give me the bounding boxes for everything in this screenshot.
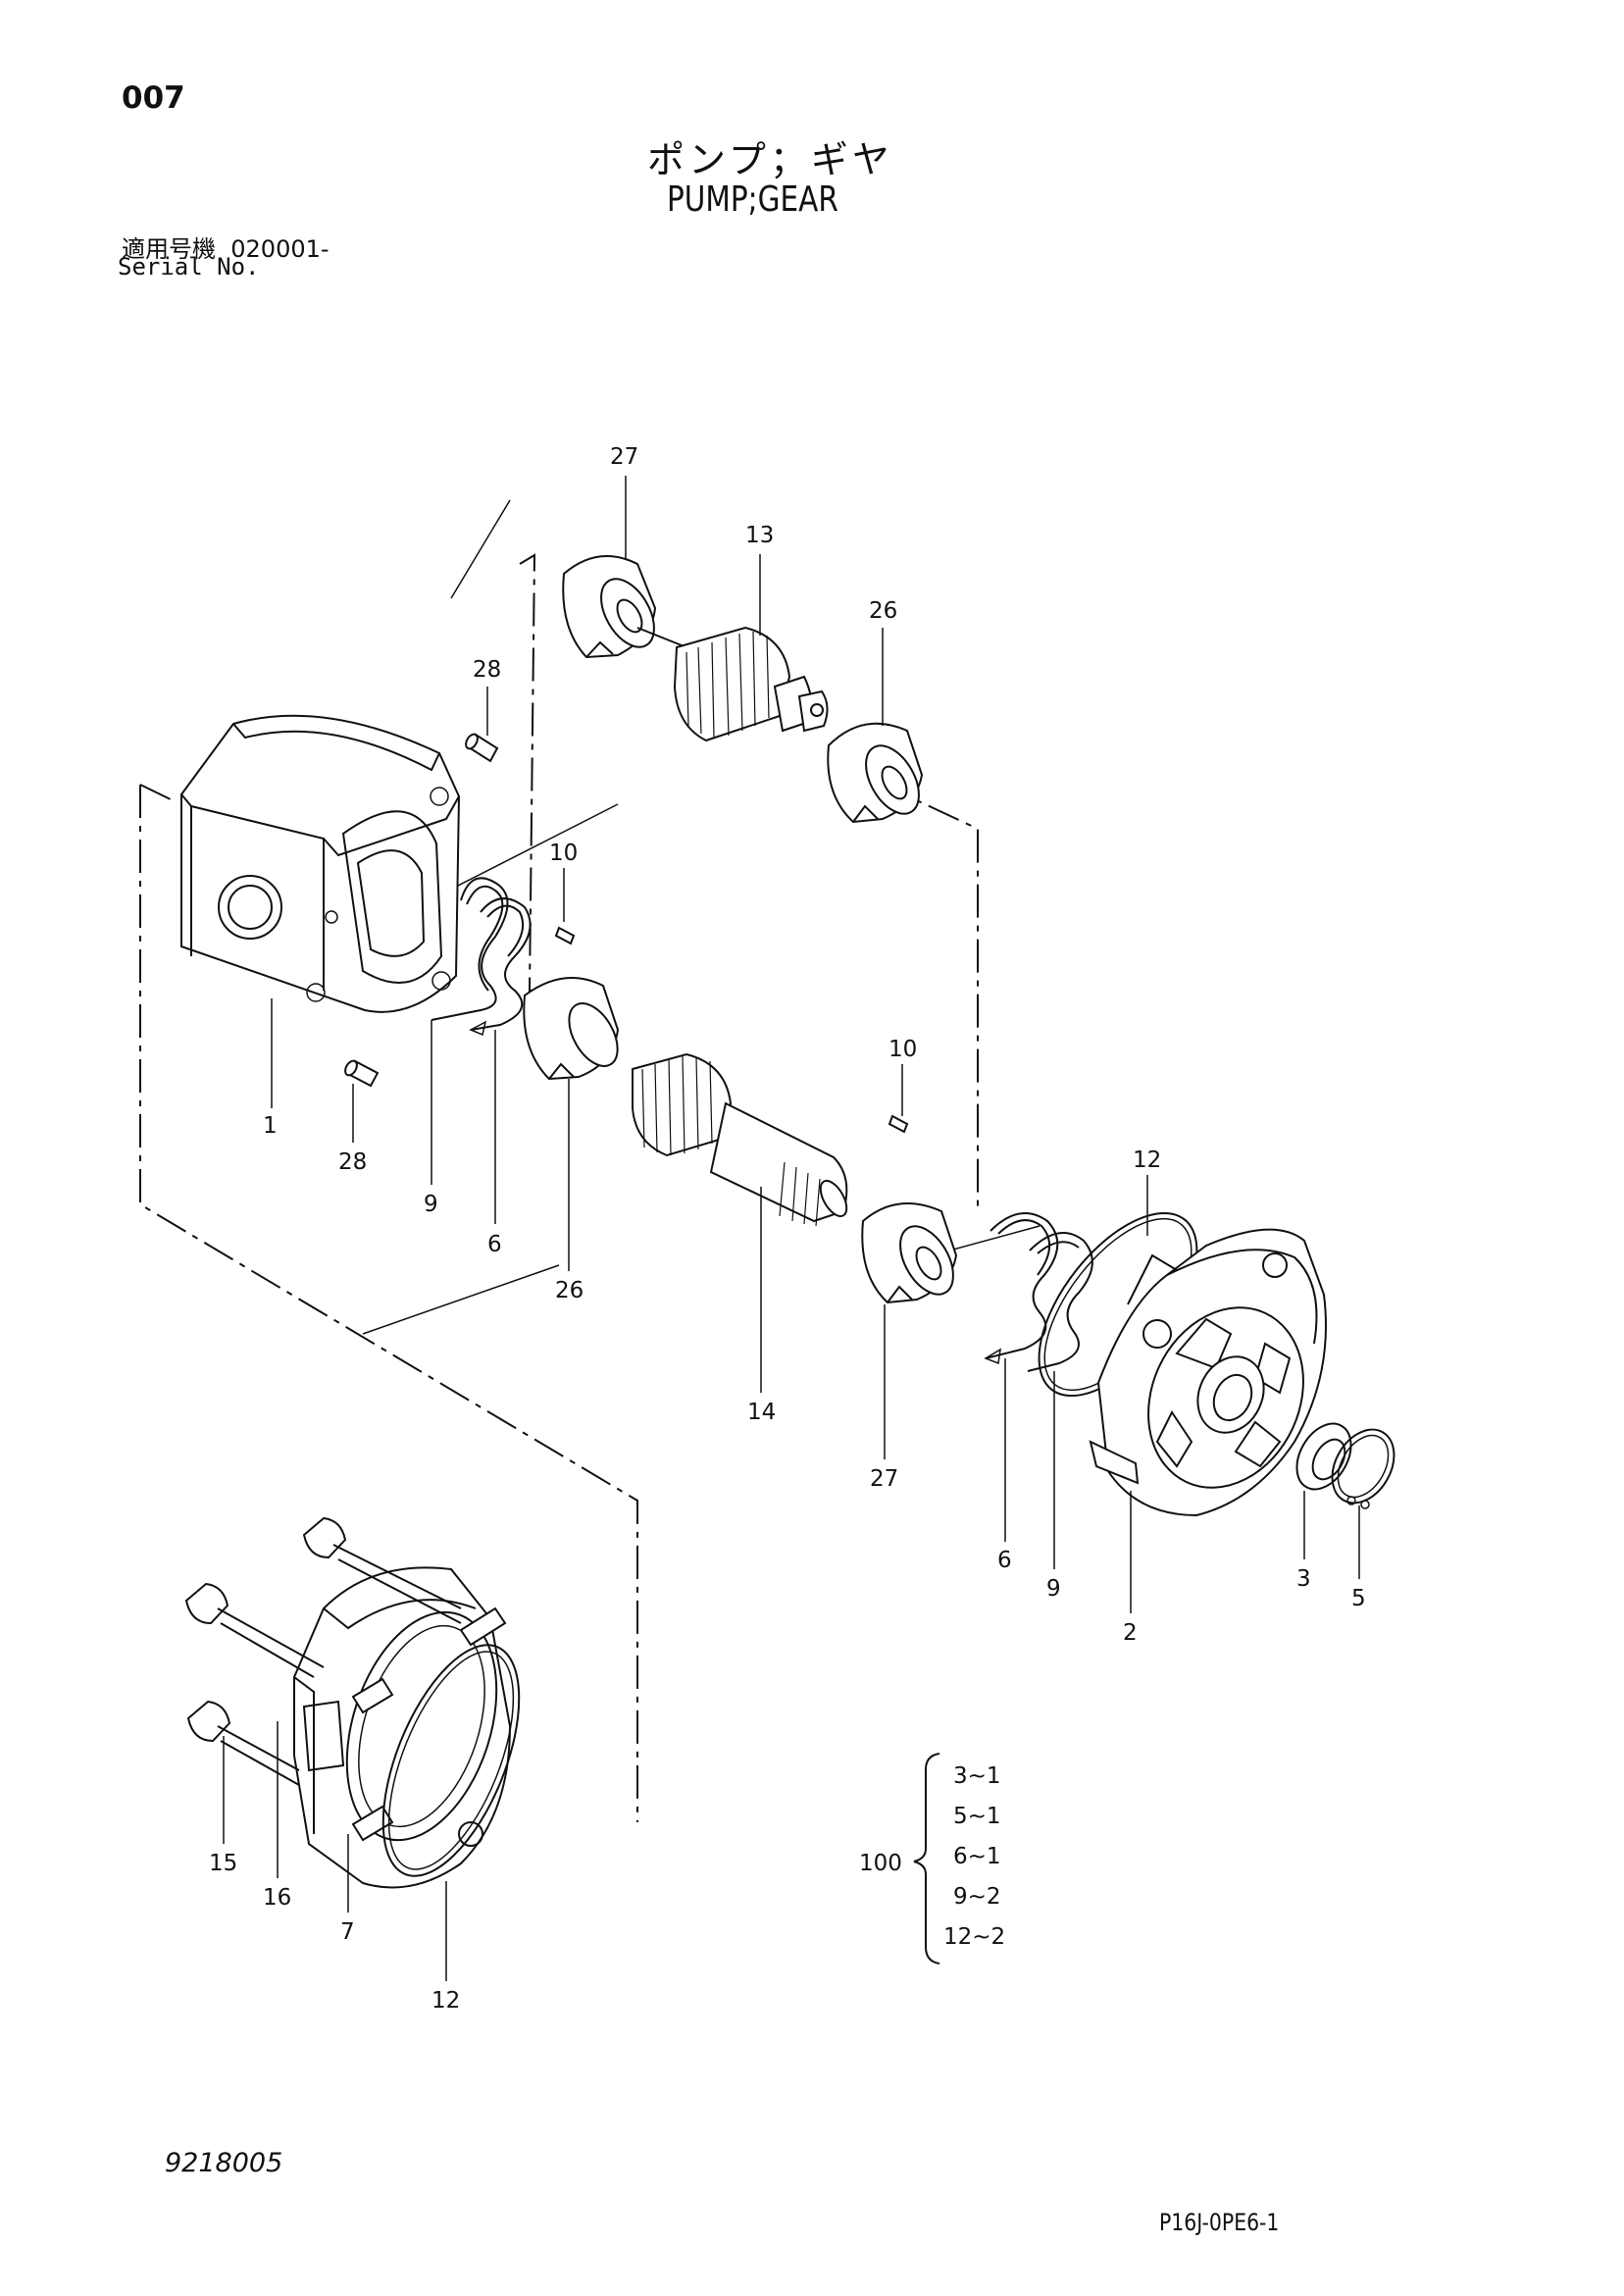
callout-12-rear: 12 — [431, 1988, 460, 2014]
title-japanese: ポンプ；ギヤ — [647, 138, 893, 181]
backup-ring-right — [1027, 1232, 1093, 1372]
kit-label: 100 — [859, 1851, 902, 1876]
front-cover — [1089, 1228, 1327, 1517]
callout-27-upper: 27 — [610, 444, 638, 470]
driven-gear — [636, 626, 829, 742]
callout-7: 7 — [340, 1919, 355, 1945]
callout-28-upper: 28 — [473, 657, 501, 683]
backup-ring-left — [431, 877, 509, 1021]
leader-lines — [223, 476, 1360, 1981]
callout-26-lower: 26 — [555, 1278, 584, 1303]
callout-27-lower: 27 — [870, 1466, 898, 1492]
bolt-lower — [186, 1700, 300, 1786]
kit-item: 6~1 — [953, 1844, 1001, 1869]
callout-26-upper: 26 — [869, 598, 897, 624]
snap-ring — [1331, 1428, 1396, 1509]
kit-list: 100 3~1 5~1 6~1 9~2 12~2 — [859, 1753, 1005, 1964]
callout-2: 2 — [1123, 1620, 1138, 1646]
callout-9-right: 9 — [1046, 1576, 1061, 1602]
callout-6-left: 6 — [487, 1232, 502, 1257]
title-english: PUMP;GEAR — [667, 179, 838, 220]
dowel-pin-upper — [465, 733, 499, 763]
bushing-lower-right — [861, 1202, 958, 1304]
kit-item: 9~2 — [953, 1884, 1001, 1910]
drawing-number: 9218005 — [165, 2148, 283, 2178]
o-ring-rear — [381, 1644, 521, 1877]
kit-item: 5~1 — [953, 1804, 1001, 1829]
callout-28-lower: 28 — [338, 1149, 367, 1175]
callout-6-right: 6 — [997, 1548, 1012, 1573]
bolt-middle — [184, 1582, 325, 1678]
serial-label-jp: 適用号機 — [122, 235, 216, 263]
kit-item: 12~2 — [943, 1924, 1005, 1950]
bushing-upper — [562, 555, 657, 659]
key-left — [554, 926, 576, 945]
dowel-pin-lower — [344, 1059, 380, 1088]
callout-14: 14 — [747, 1400, 776, 1425]
bolt-upper — [302, 1516, 462, 1624]
serial-label-en: Serial No. — [118, 253, 260, 281]
seal-left — [469, 897, 532, 1037]
oil-seal — [1295, 1422, 1352, 1491]
callout-10-right: 10 — [888, 1037, 917, 1062]
assembly-lines — [139, 499, 1040, 1822]
page-code: P16J-0PE6-1 — [1159, 2209, 1280, 2236]
callout-12-right: 12 — [1133, 1148, 1161, 1173]
rear-cover — [293, 1566, 512, 1889]
callout-5: 5 — [1351, 1586, 1366, 1611]
bushing-upper-right — [827, 722, 924, 824]
callout-1: 1 — [263, 1113, 278, 1139]
drive-gear-shaft — [632, 1052, 848, 1227]
callout-13: 13 — [745, 523, 774, 548]
serial-applicability: 適用号機 020001- — [122, 230, 330, 264]
callout-16: 16 — [263, 1885, 291, 1911]
key-right — [888, 1114, 909, 1134]
callout-3: 3 — [1296, 1566, 1311, 1592]
kit-item: 3~1 — [953, 1763, 1001, 1789]
callout-9-left: 9 — [424, 1192, 438, 1217]
page-number: 007 — [122, 80, 185, 116]
callout-15: 15 — [209, 1851, 237, 1876]
callout-10-left: 10 — [549, 841, 578, 866]
bushing-lower-left — [523, 977, 620, 1081]
serial-value: 020001- — [230, 235, 330, 263]
pump-housing — [180, 714, 461, 1013]
callouts: 27 13 26 28 10 1 28 9 6 26 10 12 14 27 6… — [209, 444, 1366, 2014]
